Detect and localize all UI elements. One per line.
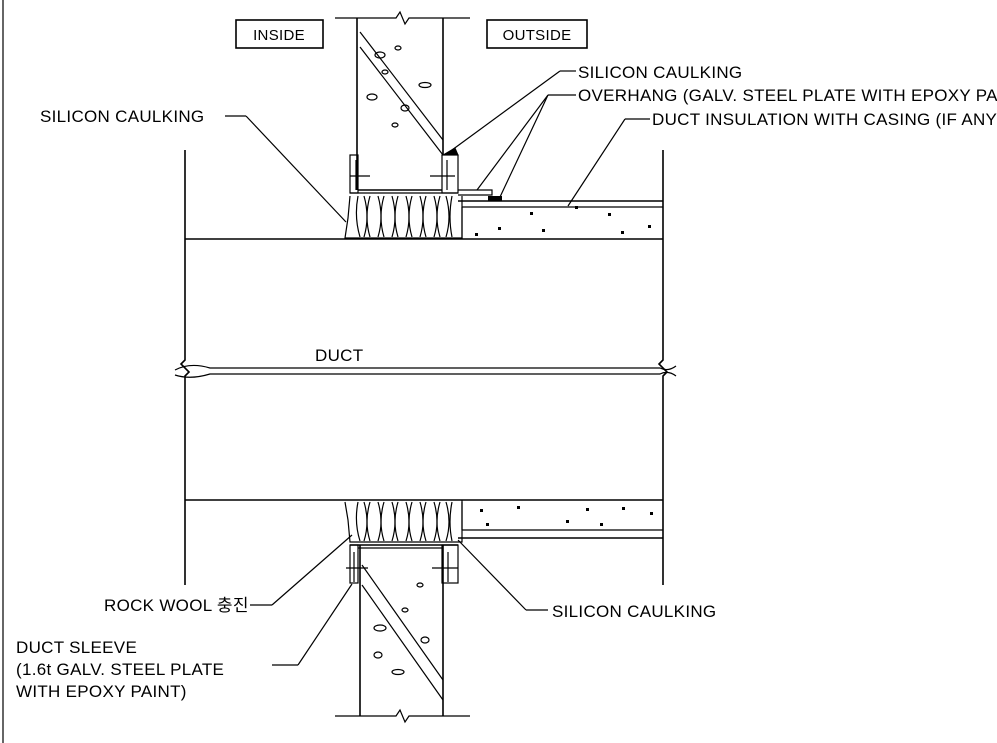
outside-label-box xyxy=(486,19,588,49)
label-duct-sleeve-line3: WITH EPOXY PAINT) xyxy=(16,682,187,701)
label-duct: DUCT xyxy=(315,346,363,365)
rock-wool-upper xyxy=(344,195,463,239)
rock-wool-lower xyxy=(344,501,463,543)
duct xyxy=(174,150,677,585)
label-overhang: OVERHANG (GALV. STEEL PLATE WITH EPOXY P… xyxy=(578,86,997,105)
inside-label: INSIDE xyxy=(253,27,305,44)
label-silicon-caulking-top-left: SILICON CAULKING xyxy=(40,107,204,126)
outside-label: OUTSIDE xyxy=(503,27,572,44)
label-duct-sleeve-line1: DUCT SLEEVE xyxy=(16,638,137,657)
label-rock-wool: ROCK WOOL 충진 xyxy=(104,596,249,615)
label-duct-insulation: DUCT INSULATION WITH CASING (IF ANY) xyxy=(652,110,997,129)
inside-label-box xyxy=(235,19,324,49)
wall-lower xyxy=(335,545,470,724)
label-silicon-caulking-bottom-right: SILICON CAULKING xyxy=(552,602,716,621)
duct-insulation-upper xyxy=(458,200,663,239)
wall-upper xyxy=(335,10,470,190)
label-duct-sleeve-line2: (1.6t GALV. STEEL PLATE xyxy=(16,660,224,679)
duct-sleeve-upper xyxy=(349,147,502,201)
label-silicon-caulking-top-right: SILICON CAULKING xyxy=(578,63,742,82)
duct-sleeve-lower xyxy=(346,544,459,584)
duct-insulation-lower xyxy=(458,500,663,539)
leader-lines xyxy=(225,70,650,666)
